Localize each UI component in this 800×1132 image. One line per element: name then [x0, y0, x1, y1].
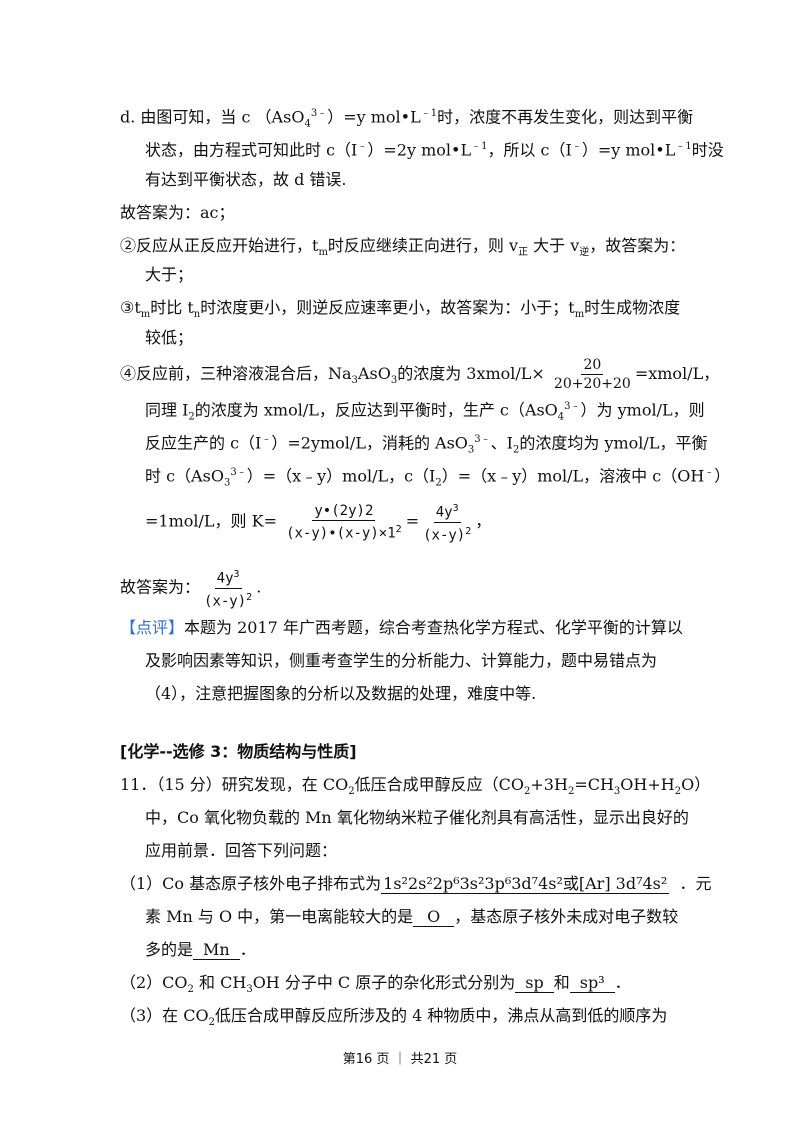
para-d-line2: 状态，由方程式可知此时 c（I﹣）=2y mol•L﹣1，所以 c（I﹣）=y …	[145, 140, 724, 160]
item-2-line1: ②反应从正反应开始进行，tm时反应继续正向进行，则 v正 大于 v逆，故答案为：	[120, 236, 686, 259]
comment-tag: 【点评】	[120, 618, 185, 637]
answer-hybrid-co2: sp	[515, 973, 554, 993]
answer-hybrid-ch3oh: sp³	[569, 973, 615, 993]
answer-first-ionization: O	[413, 907, 455, 927]
item-3-line2: 较低；	[145, 328, 194, 347]
fraction-answer: 4y3(x-y)2	[202, 566, 254, 610]
q11-line3: 应用前景．回答下列问题：	[145, 841, 338, 860]
item-4-line5: =1mol/L，则 K= y•(2y)2(x-y)•(x-y)×12=4y3(x…	[145, 500, 491, 544]
item-4-line3: 反应生产的 c（I﹣）=2ymol/L，消耗的 AsO33﹣、I2的浓度均为 y…	[145, 433, 708, 456]
fraction-k-result: 4y3(x-y)2	[421, 500, 473, 544]
item-4-line4: 时 c（AsO33﹣）=（x﹣y）mol/L，c（I2）=（x﹣y）mol/L，…	[145, 466, 731, 489]
item-4-line2: 同理 I2的浓度为 xmol/L，反应达到平衡时，生产 c（AsO43﹣）为 y…	[145, 400, 705, 423]
answer-unpaired-electrons: Mn	[193, 940, 240, 960]
para-d-line3: 有达到平衡状态，故 d 错误.	[145, 170, 347, 189]
comment-line3: （4），注意把握图象的分析以及数据的处理，难度中等.	[145, 684, 537, 703]
item-3-line1: ③tm时比 tn时浓度更小，则逆反应速率更小，故答案为：小于；tm时生成物浓度	[120, 298, 681, 321]
para-d-line1: d. 由图可知，当 c （AsO43﹣）=y mol•L﹣1时，浓度不再发生变化…	[120, 107, 694, 130]
comment-line2: 及影响因素等知识，侧重考查学生的分析能力、计算能力，题中易错点为	[145, 651, 658, 670]
section-title: [化学--选修 3：物质结构与性质]	[120, 742, 357, 761]
fraction-k-expression: y•(2y)2(x-y)•(x-y)×12	[286, 502, 402, 542]
item-2-line2: 大于；	[145, 265, 194, 284]
sub3-line1: （3）在 CO2低压合成甲醇反应所涉及的 4 种物质中，沸点从高到低的顺序为	[120, 1006, 668, 1029]
q11-line2: 中，Co 氧化物负载的 Mn 氧化物纳米粒子催化剂具有高活性，显示出良好的	[145, 808, 689, 827]
answer-1: 故答案为：ac；	[120, 203, 235, 222]
answer-electron-config: 1s²2s²2p⁶3s²3p⁶3d⁷4s²或[Ar] 3d⁷4s²	[381, 874, 670, 894]
page-footer: 第16 页 ｜ 共21 页	[342, 1052, 458, 1067]
answer-4: 故答案为：4y3(x-y)2.	[120, 566, 261, 610]
q11-line1: 11．（15 分）研究发现，在 CO2低压合成甲醇反应（CO2+3H2=CH3O…	[120, 775, 711, 798]
comment-line1: 【点评】本题为 2017 年广西考题，综合考查热化学方程式、化学平衡的计算以	[120, 618, 683, 637]
